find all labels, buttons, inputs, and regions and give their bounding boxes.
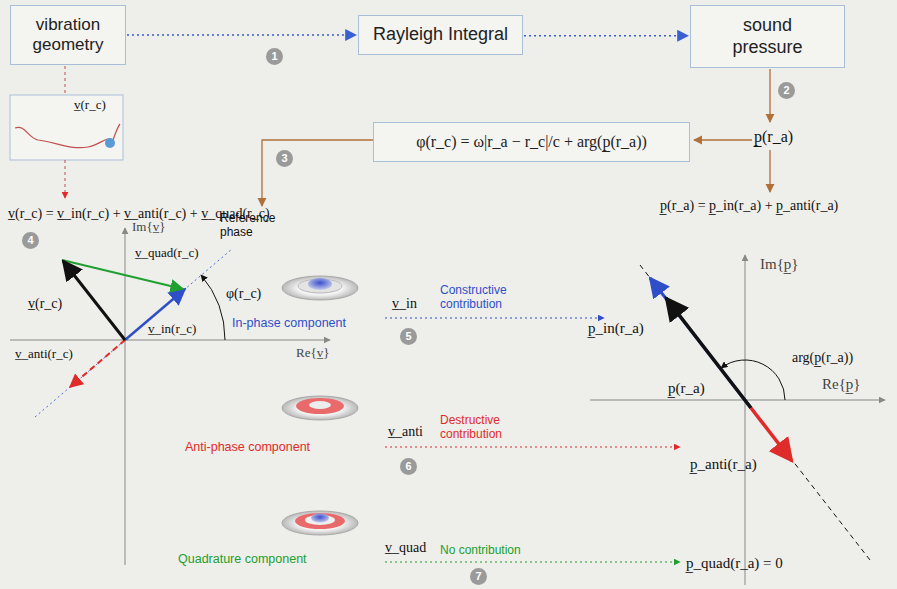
process-box: sound pressure (690, 5, 845, 68)
node-text: vibration geometry (18, 15, 118, 56)
vector-total (666, 298, 751, 408)
text-label: p̲(r_a) = p̲_in(r_a) + p̲_anti(r_a) (660, 198, 838, 214)
text-label: Re{p̲} (822, 376, 861, 393)
text-label: p̲_quad(r_a) = 0 (686, 555, 783, 572)
text-label: In-phase component (232, 316, 346, 330)
text-label: v̲_anti (388, 424, 423, 440)
dotted-link (65, 160, 66, 198)
node-text: sound pressure (713, 15, 823, 58)
node-text: Rayleigh Integral (373, 24, 508, 46)
text-label: p̲(r_a) (754, 128, 793, 146)
disc-anti-phase (282, 396, 358, 420)
text-label: φ(r_c) (226, 286, 261, 302)
text-label: v̲(r_c) (74, 98, 106, 113)
node-text: φ(r_c) = ω|r_a − r_c|/c + arg(p̲(r_a)) (416, 132, 647, 151)
direction-line (640, 265, 870, 560)
arrow-line (769, 150, 770, 192)
contribution-arrow (385, 562, 680, 563)
geometry-curve (15, 124, 120, 148)
arrow-line (769, 69, 770, 122)
text-label: v̲(r_c) (28, 296, 62, 312)
callout-number: 5 (400, 328, 417, 345)
text-label: Reference phase (220, 212, 282, 240)
text-label: p̲_in(r_a) (588, 320, 644, 337)
process-box: Rayleigh Integral (358, 15, 523, 55)
text-label: Anti-phase component (185, 440, 310, 454)
vector-anti (70, 340, 125, 387)
text-label: p̲_anti(r_a) (690, 456, 757, 473)
axis (590, 400, 885, 401)
text-label: v̲_in (392, 296, 417, 312)
text-label: Constructive contribution (440, 284, 520, 312)
formula-box: φ(r_c) = ω|r_a − r_c|/c + arg(p̲(r_a)) (373, 122, 690, 162)
disc-in-phase (282, 276, 358, 300)
axis (745, 255, 746, 585)
callout-number: 2 (778, 82, 795, 99)
text-label: v̲_in(r_c) (148, 322, 196, 337)
text-label: No contribution (440, 544, 521, 558)
text-label: p̲(r_a) (668, 380, 705, 397)
disc-quadrature (282, 511, 358, 535)
axis (125, 228, 126, 565)
arrow-line (262, 140, 373, 206)
axis (10, 340, 330, 341)
point-dot (105, 138, 115, 148)
text-label: Re{v̲} (296, 346, 329, 361)
callout-number: 3 (276, 150, 293, 167)
vector-in (650, 278, 751, 408)
reference-line (35, 249, 232, 417)
callout-number: 4 (22, 232, 39, 249)
flow-arrow (524, 35, 688, 37)
text-label: v̲_quad(r_c) (135, 246, 199, 261)
dotted-link (65, 66, 66, 95)
text-label: Im{p̲} (760, 256, 799, 273)
text-label: Quadrature component (178, 552, 307, 566)
callout-number: 6 (400, 458, 417, 475)
text-label: v̲_quad (385, 540, 426, 556)
contribution-arrow (385, 447, 680, 448)
text-label: arg(p̲(r_a)) (792, 350, 853, 366)
angle-arc (201, 275, 225, 340)
process-box: vibration geometry (10, 5, 126, 65)
callout-number: 7 (470, 568, 487, 585)
inset-box (10, 95, 123, 160)
flow-arrow (127, 34, 356, 36)
contribution-arrow (385, 318, 604, 319)
arrow-line (694, 139, 752, 140)
callout-number: 1 (266, 48, 283, 65)
vector-total (63, 261, 125, 340)
text-label: v̲_anti(r_c) (15, 347, 73, 362)
text-label: Im{v̲} (132, 220, 165, 235)
text-label: Destructive contribution (440, 414, 520, 442)
vector-anti (751, 408, 792, 461)
